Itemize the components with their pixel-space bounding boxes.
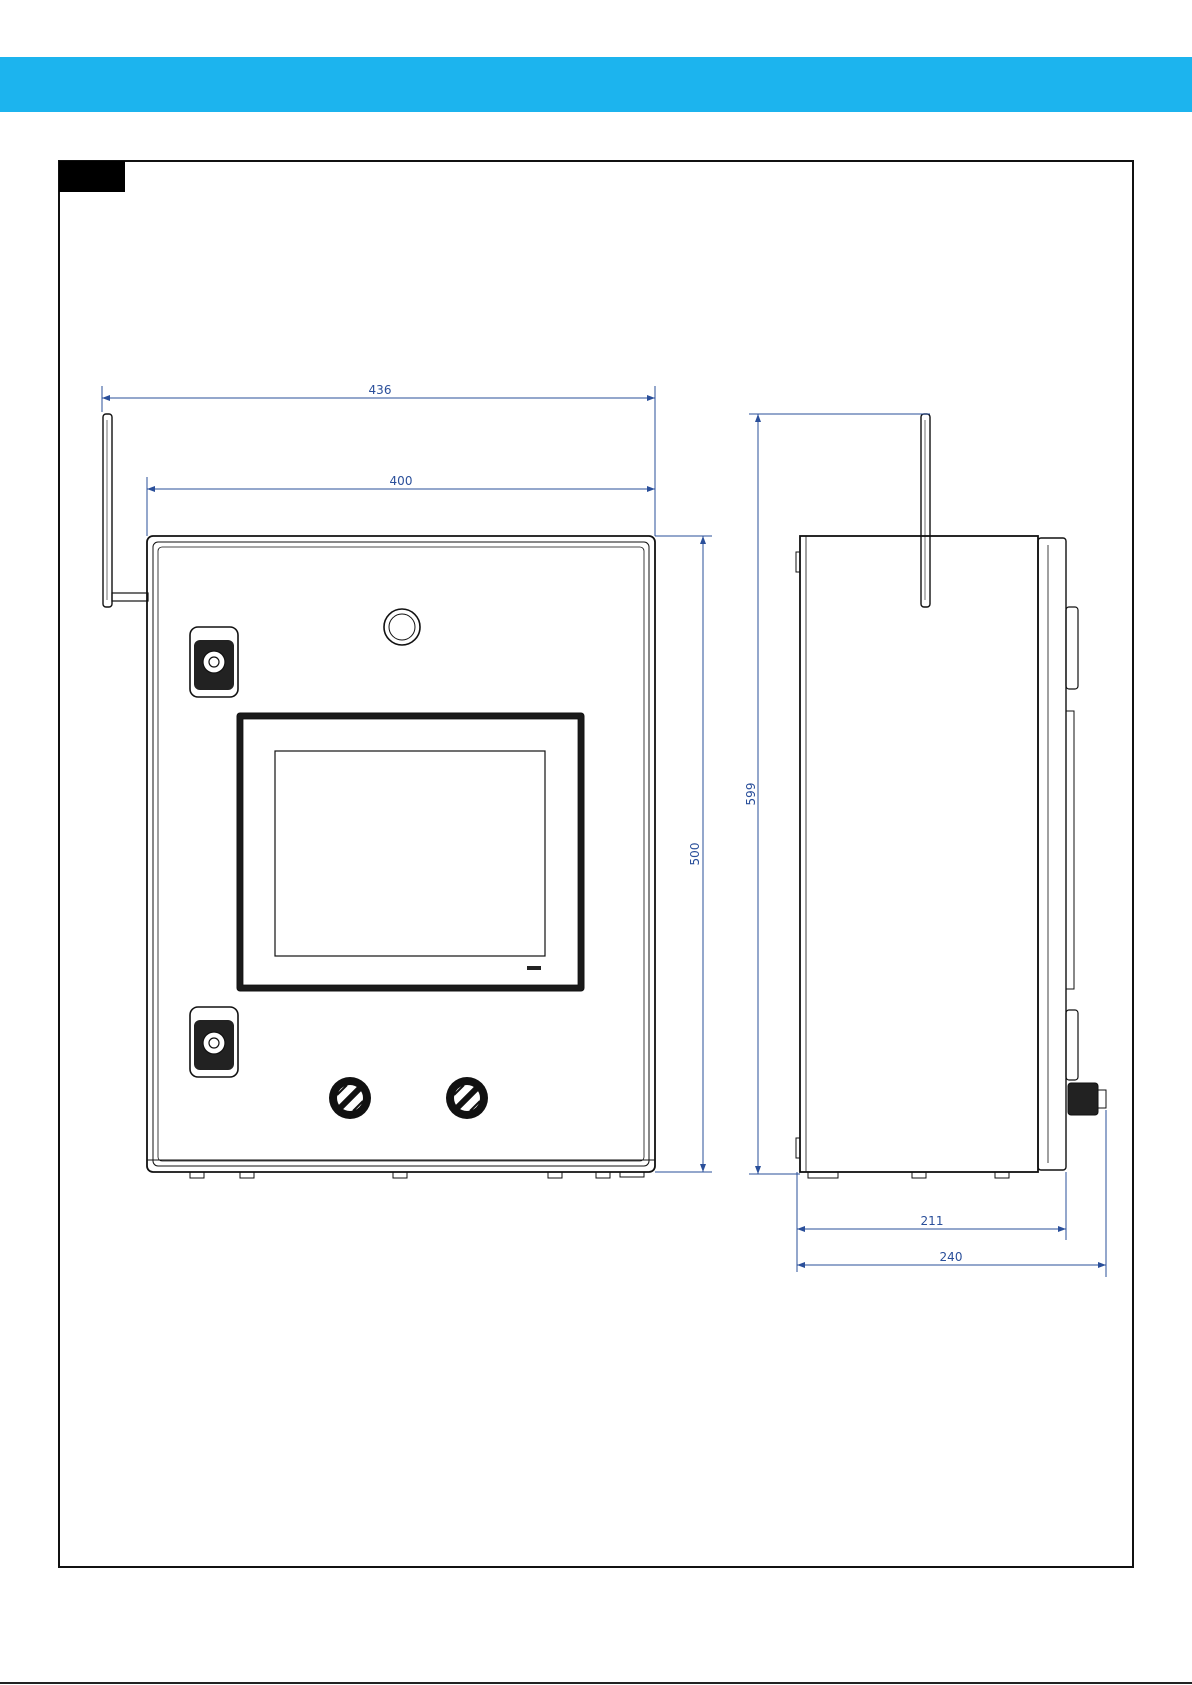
rotary-switch-right (446, 1077, 488, 1119)
front-antenna (103, 414, 148, 607)
rotary-switch-left (329, 1077, 371, 1119)
upper-lock (190, 627, 238, 697)
dim-front-outer-width: 436 (369, 383, 392, 397)
cable-gland (1068, 1083, 1106, 1115)
side-view (796, 414, 1106, 1178)
side-enclosure (800, 536, 1038, 1172)
indicator-lamp (384, 609, 420, 645)
side-dimensions (749, 414, 1106, 1277)
dim-front-width: 400 (390, 474, 413, 488)
side-antenna (921, 414, 930, 607)
dim-front-height: 500 (688, 843, 702, 866)
dim-side-depth: 211 (921, 1214, 944, 1228)
front-feet (190, 1172, 644, 1178)
touchscreen-panel (237, 713, 584, 991)
dim-side-total-depth: 240 (940, 1250, 963, 1264)
bottom-rule (0, 1682, 1192, 1684)
front-view (103, 414, 655, 1178)
lower-lock (190, 1007, 238, 1077)
dim-side-total-height: 599 (744, 783, 758, 806)
